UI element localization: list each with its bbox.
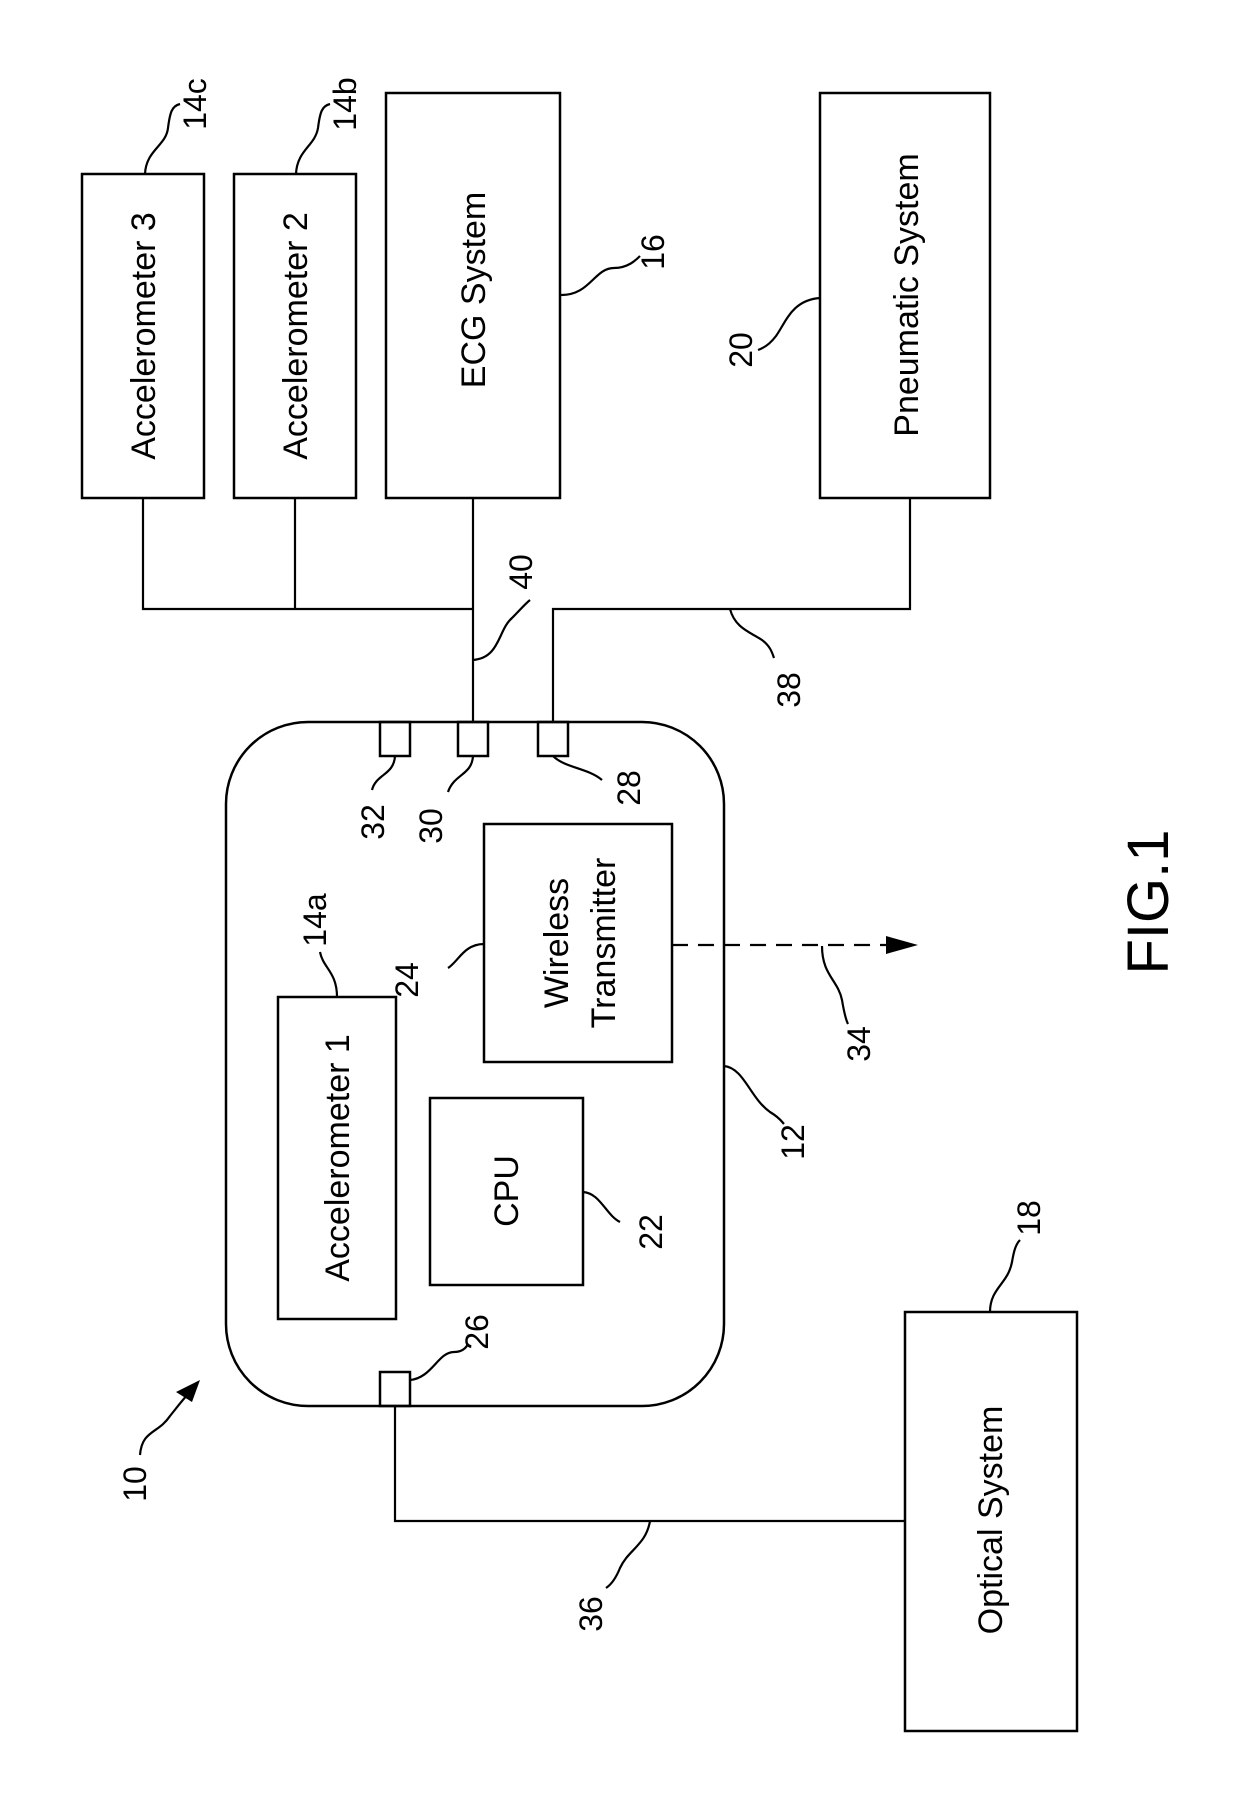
- leader-22: [583, 1192, 620, 1222]
- leader-14b: [296, 104, 330, 174]
- wireless-label: Wireless: [538, 878, 576, 1008]
- ref-16: 16: [635, 234, 671, 270]
- ref-14b: 14b: [327, 77, 363, 130]
- ref-14a: 14a: [297, 893, 333, 947]
- ref-12: 12: [775, 1124, 811, 1160]
- leader-36: [606, 1521, 650, 1588]
- leader-12: [724, 1066, 784, 1124]
- leader-40: [473, 600, 530, 660]
- ref-14c: 14c: [177, 78, 213, 130]
- port-26: [380, 1372, 410, 1406]
- cpu-label: CPU: [488, 1155, 526, 1227]
- port-28: [538, 722, 568, 756]
- leader-32: [372, 756, 395, 790]
- ref-36: 36: [573, 1596, 609, 1632]
- ref-26: 26: [459, 1314, 495, 1350]
- ref-20: 20: [723, 332, 759, 368]
- wireless-transmitter-block: [484, 824, 672, 1062]
- arrowhead-10: [176, 1380, 200, 1402]
- ref-38: 38: [771, 672, 807, 708]
- ref-40: 40: [503, 554, 539, 590]
- leader-38: [730, 609, 774, 658]
- line-36: [395, 1406, 905, 1521]
- leader-18: [990, 1240, 1020, 1312]
- leader-24: [448, 944, 484, 968]
- leader-20: [758, 298, 820, 350]
- ref-24: 24: [389, 962, 425, 998]
- leader-34: [822, 946, 848, 1024]
- accelerometer-2-label: Accelerometer 2: [277, 212, 315, 460]
- ref-22: 22: [633, 1214, 669, 1250]
- ref-18: 18: [1011, 1200, 1047, 1236]
- ref-30: 30: [413, 808, 449, 844]
- ref-32: 32: [355, 804, 391, 840]
- port-32: [380, 722, 410, 756]
- leader-16: [560, 256, 640, 295]
- leader-14c: [145, 104, 180, 174]
- accelerometer-3-label: Accelerometer 3: [125, 212, 163, 460]
- accelerometer-1-label: Accelerometer 1: [319, 1034, 357, 1282]
- pneumatic-system-label: Pneumatic System: [888, 153, 926, 436]
- figure-label: FIG.1: [1116, 829, 1181, 974]
- leader-14a: [320, 952, 337, 997]
- bus-40: [143, 498, 473, 722]
- leader-30: [448, 756, 473, 792]
- ref-10: 10: [117, 1466, 153, 1502]
- leader-28: [553, 756, 602, 780]
- leader-10: [140, 1392, 190, 1455]
- ecg-system-label: ECG System: [455, 192, 493, 388]
- transmitter-label: Transmitter: [585, 858, 623, 1029]
- ref-28: 28: [611, 770, 647, 806]
- wireless-signal-arrowhead: [886, 936, 918, 954]
- port-30: [458, 722, 488, 756]
- ref-34: 34: [841, 1026, 877, 1062]
- line-38: [553, 498, 910, 722]
- optical-system-label: Optical System: [972, 1406, 1010, 1635]
